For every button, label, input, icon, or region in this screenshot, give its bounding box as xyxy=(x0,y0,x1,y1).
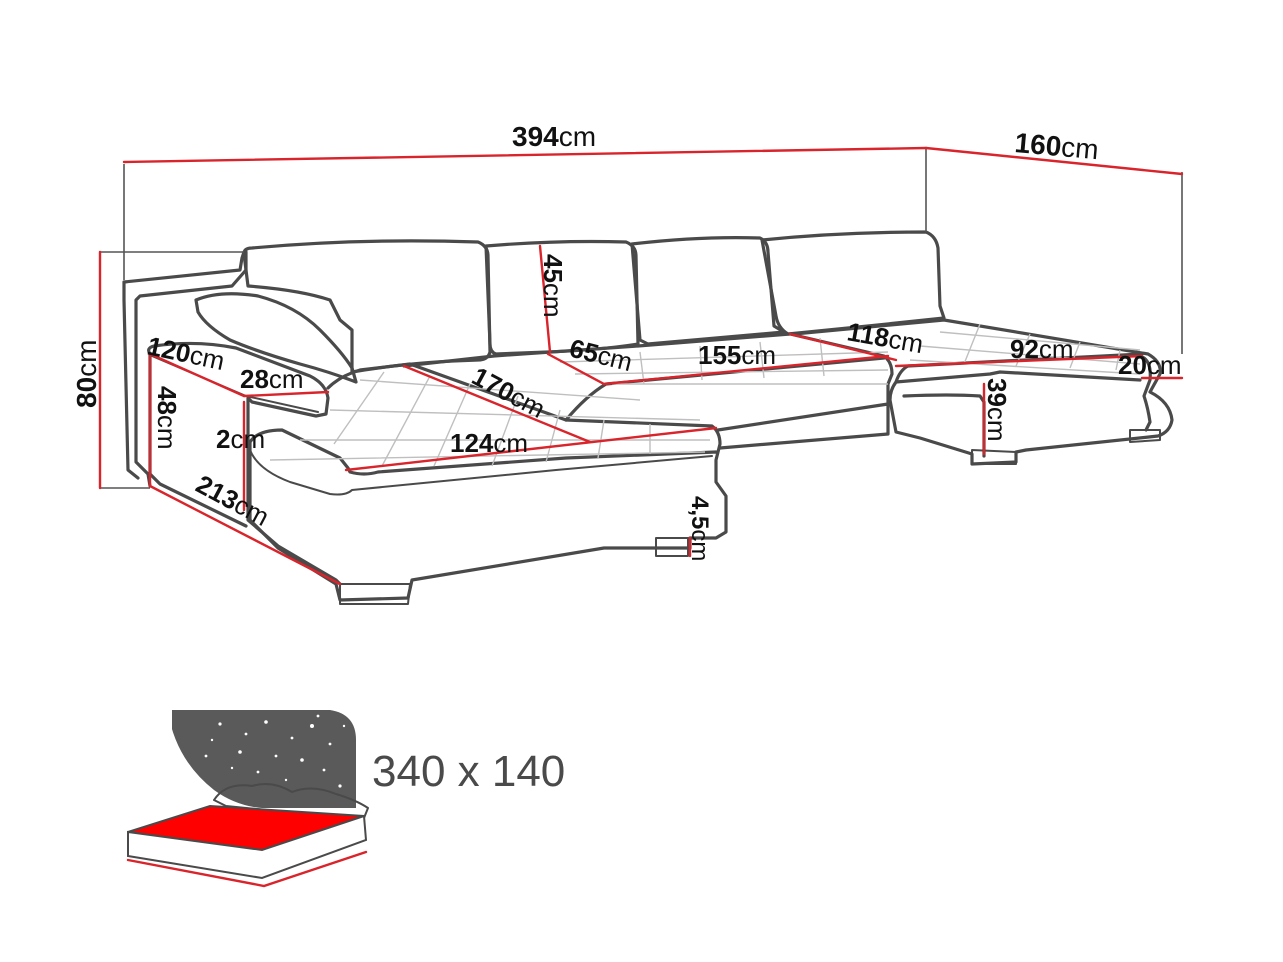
left-chaise-seat xyxy=(248,362,728,602)
dim-line-213 xyxy=(148,484,342,586)
left-foot-right xyxy=(655,537,689,557)
right-foot xyxy=(971,449,1017,465)
label-right-seat-height: 39cm xyxy=(982,378,1012,442)
label-armrest-gap: 2cm xyxy=(216,424,265,454)
back-cushion-3 xyxy=(630,236,786,346)
label-armrest-height: 48cm xyxy=(152,386,182,450)
extension-lines xyxy=(100,148,1183,489)
dim-line-118 xyxy=(788,332,898,362)
back-cushion-4 xyxy=(760,230,946,336)
label-back-cushion-height: 45cm xyxy=(538,254,568,318)
label-right-chaise-width: 92cm xyxy=(1010,334,1074,364)
dim-line-65 xyxy=(546,352,606,386)
label-chaise-right-depth: 160cm xyxy=(1013,127,1099,165)
dim-line-28 xyxy=(242,390,330,398)
label-seat-depth-middle: 65cm xyxy=(567,333,636,377)
dim-line-155 xyxy=(602,354,890,386)
left-foot-front xyxy=(339,583,411,605)
stars-icon xyxy=(204,714,346,788)
seat-tufting xyxy=(269,323,1141,467)
dim-line-160 xyxy=(924,146,1184,176)
label-right-chaise-length: 118cm xyxy=(845,316,926,359)
right-foot-2 xyxy=(1129,429,1161,443)
dim-line-124 xyxy=(344,426,718,472)
dim-line-120 xyxy=(148,352,246,398)
dimension-labels: 394cm 160cm 80cm 45cm 65cm 155cm 118cm 9… xyxy=(71,121,1182,561)
night-sky-icon xyxy=(171,710,356,808)
label-leg-height: 4,5cm xyxy=(686,496,713,561)
moon-shape-icon xyxy=(166,712,262,810)
right-armrest xyxy=(1138,354,1152,432)
label-right-armrest-width: 20cm xyxy=(1118,350,1182,380)
dim-line-170 xyxy=(402,364,592,444)
label-armrest-width: 28cm xyxy=(240,364,304,394)
dim-line-92 xyxy=(894,354,1144,368)
dim-line-394 xyxy=(122,146,928,164)
sleeping-area-label: 340 x 140 xyxy=(372,747,565,796)
decorative-pillow xyxy=(194,292,358,384)
label-middle-seat-width: 155cm xyxy=(698,340,776,370)
bed-width-arrow-icon xyxy=(126,850,368,888)
dimension-lines xyxy=(98,146,1184,586)
label-total-height: 80cm xyxy=(71,340,102,408)
left-side-panel xyxy=(122,250,248,488)
bed-function-icon: 340 x 140 xyxy=(126,710,565,888)
label-left-chaise-seat-width: 124cm xyxy=(450,428,528,458)
dim-line-45 xyxy=(538,244,552,354)
back-cushion-1 xyxy=(242,239,492,374)
mattress-side-icon xyxy=(127,814,368,880)
sofa-drawing xyxy=(122,230,1174,605)
label-left-depth: 213cm xyxy=(191,469,274,532)
left-chaise-front-edge xyxy=(249,449,713,496)
label-overall-width: 394cm xyxy=(512,121,596,152)
